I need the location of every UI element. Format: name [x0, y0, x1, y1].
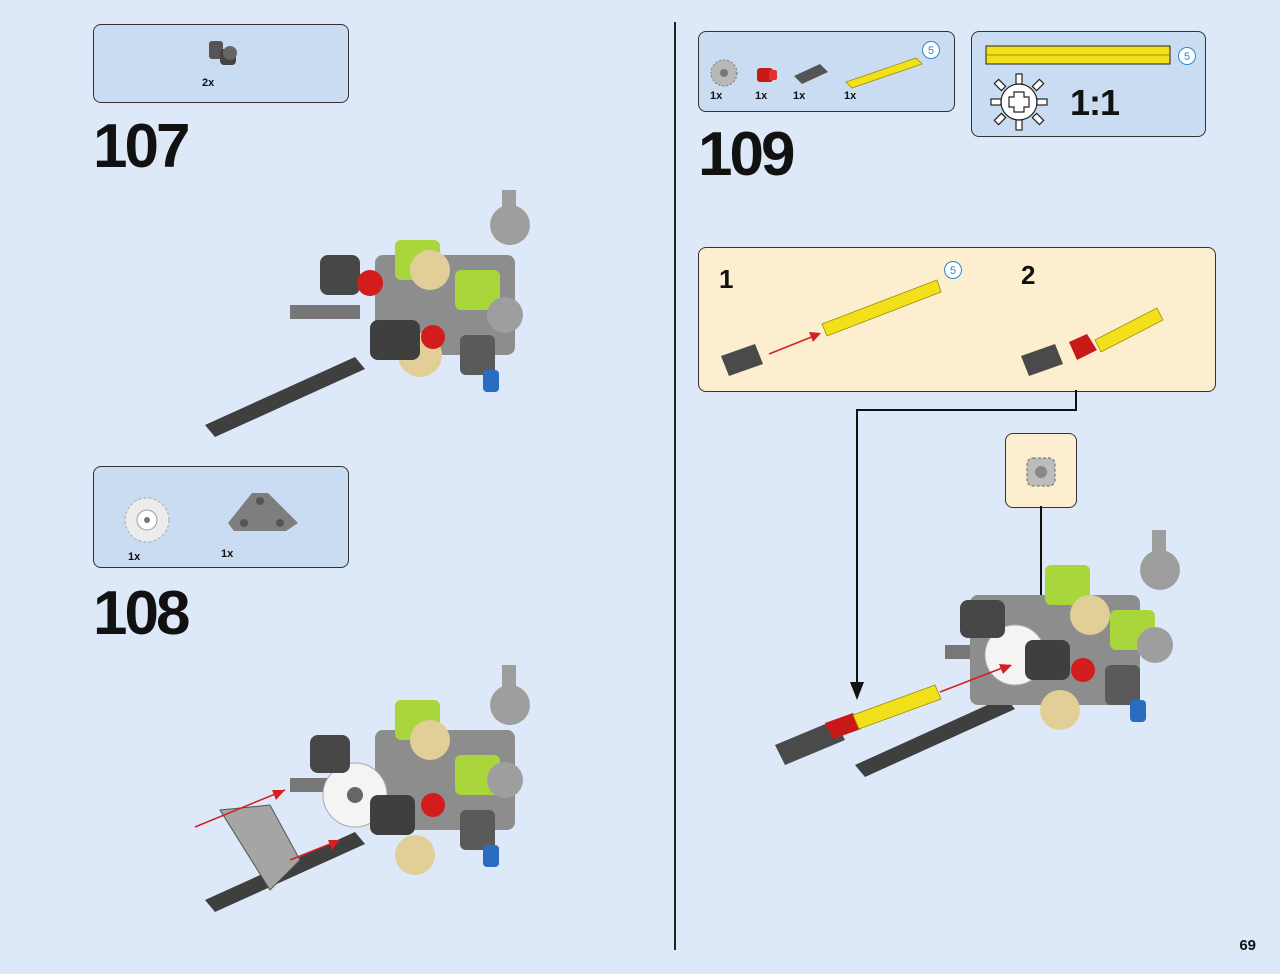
model-assembly-107	[205, 190, 530, 437]
gear-12-callout-icon	[1026, 457, 1056, 487]
page-divider	[674, 22, 676, 950]
parts-panel-107: 2x	[93, 24, 349, 103]
bush-red-part-icon	[757, 68, 777, 82]
gear-24-white-part-icon	[124, 497, 170, 543]
substep-1-illustration	[721, 279, 942, 376]
parts-panel-109: 1x 1x 1x 1x 5	[698, 31, 955, 112]
length-callout: 5	[922, 41, 940, 59]
substep-2-illustration	[1021, 307, 1164, 376]
parts-panel-108: 1x 1x	[93, 466, 349, 568]
page-number: 69	[1239, 937, 1256, 954]
scale-panel: 5 1:1	[971, 31, 1206, 137]
axle-connector-part-icon	[794, 64, 828, 84]
step-number-107: 107	[93, 112, 190, 181]
step-number-109: 109	[698, 120, 795, 189]
axle-connector-part-icon	[209, 41, 237, 65]
model-assembly-108	[194, 665, 530, 912]
substep-number-2: 2	[1021, 260, 1036, 290]
subassembly-connector-arrow	[850, 390, 1077, 700]
part-qty: 1x	[710, 90, 723, 102]
gear-callout-box	[1005, 433, 1077, 508]
part-qty: 2x	[202, 77, 215, 89]
triangle-beam-part-icon	[228, 493, 298, 531]
part-qty: 1x	[755, 90, 768, 102]
step-number-108: 108	[93, 579, 190, 648]
part-qty: 1x	[793, 90, 806, 102]
axle-yellow-part-icon	[845, 57, 923, 89]
length-callout: 5	[1178, 47, 1196, 65]
part-qty: 1x	[221, 548, 234, 560]
gear-12-part-icon	[710, 59, 738, 87]
gear-12-scale-icon	[990, 73, 1048, 131]
part-qty: 1x	[128, 551, 141, 563]
model-assembly-109	[775, 530, 1180, 777]
substep-number-1: 1	[719, 264, 734, 294]
length-callout: 5	[944, 261, 962, 279]
axle-scale-bar	[985, 45, 1171, 65]
subassembly-panel: 1 5 2	[698, 247, 1216, 392]
part-qty: 1x	[844, 90, 857, 102]
scale-ratio: 1:1	[1070, 82, 1120, 123]
